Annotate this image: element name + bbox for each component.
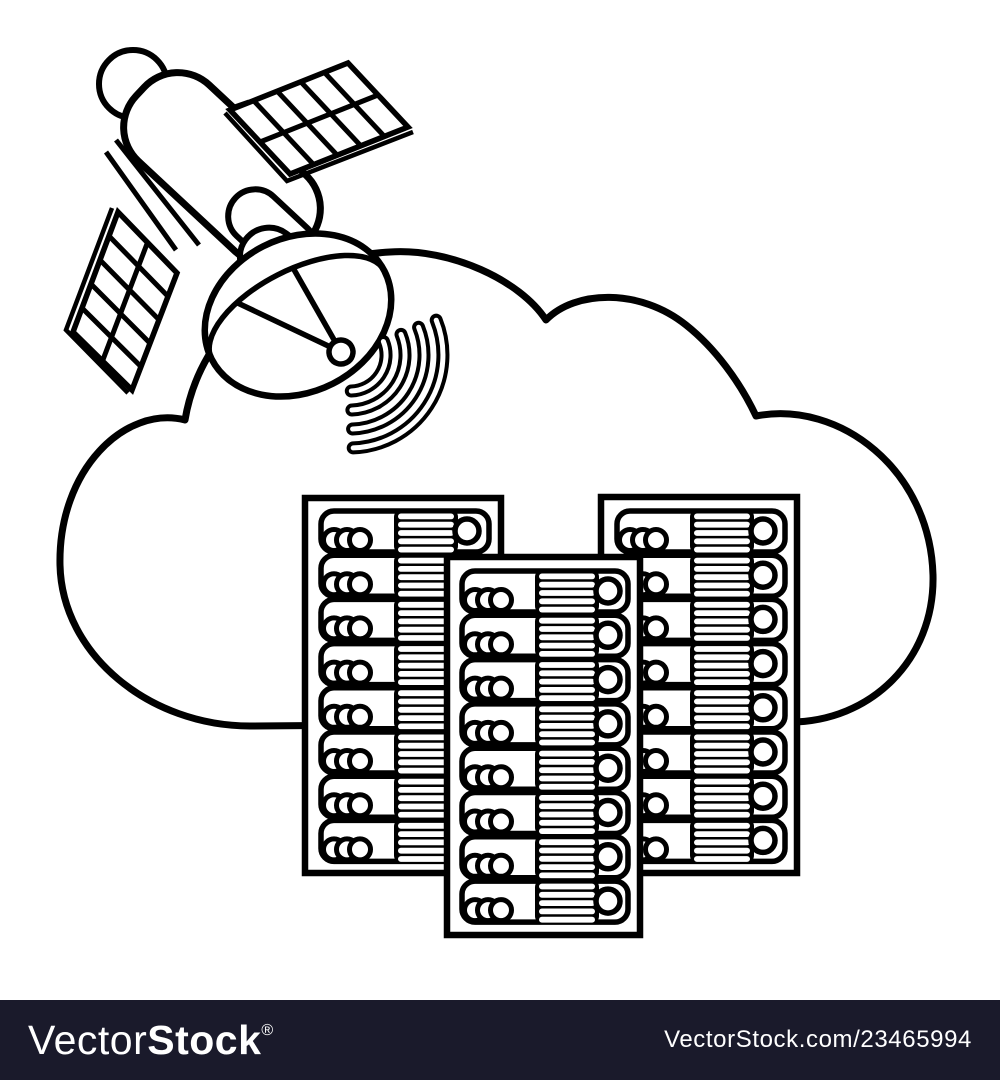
- server-led: [347, 703, 373, 730]
- server-led: [347, 659, 373, 686]
- vectorstock-logo: VectorStock®: [28, 1016, 274, 1063]
- server-port: [748, 516, 778, 546]
- server-led: [488, 719, 514, 746]
- server-led: [643, 527, 669, 553]
- satellite-icon: [63, 47, 414, 400]
- server-led: [643, 792, 669, 819]
- server-led: [643, 836, 669, 863]
- server-port: [748, 648, 778, 679]
- server-port: [593, 620, 623, 651]
- server-port: [593, 753, 623, 783]
- server-port: [748, 604, 778, 635]
- server-led: [488, 852, 514, 879]
- server-port: [593, 664, 623, 695]
- server-port: [593, 886, 623, 916]
- server-port: [593, 842, 623, 872]
- signal-waves-icon: [344, 313, 450, 455]
- server-port: [748, 825, 778, 856]
- satellite-dish-icon: [201, 230, 395, 400]
- server-rack-icon: [443, 553, 644, 939]
- server-led: [488, 808, 514, 835]
- server-racks: [301, 493, 801, 939]
- solar-panel-icon: [63, 206, 181, 395]
- cloud-computing-illustration: [56, 47, 937, 939]
- image-credit-url: VectorStock.com/23465994: [664, 1026, 972, 1053]
- server-port: [593, 576, 623, 606]
- server-led: [643, 615, 669, 642]
- logo-text-light: Vector: [28, 1016, 148, 1063]
- server-port: [452, 516, 482, 546]
- server-led: [643, 748, 669, 774]
- logo-text-bold: Stock: [147, 1016, 262, 1063]
- server-led: [488, 764, 514, 791]
- solar-panel-icon: [223, 59, 414, 184]
- dish-feed: [326, 337, 356, 367]
- server-led: [488, 897, 514, 924]
- server-port: [748, 737, 778, 767]
- server-port: [748, 560, 778, 590]
- server-led: [347, 527, 373, 553]
- server-led: [488, 631, 514, 658]
- server-led: [488, 587, 514, 613]
- server-led: [347, 836, 373, 863]
- watermark-bar: VectorStock® VectorStock.com/23465994: [0, 1000, 1000, 1080]
- server-port: [593, 709, 623, 739]
- server-rack-icon: [597, 493, 801, 877]
- server-port: [748, 781, 778, 811]
- server-led: [347, 571, 373, 598]
- server-led: [643, 659, 669, 686]
- server-led: [488, 675, 514, 702]
- registered-mark: ®: [261, 1021, 274, 1039]
- server-led: [347, 748, 373, 774]
- server-led: [347, 792, 373, 819]
- server-port: [748, 693, 778, 723]
- server-led: [347, 615, 373, 642]
- server-led: [643, 571, 669, 598]
- server-led: [643, 703, 669, 730]
- server-port: [593, 797, 623, 828]
